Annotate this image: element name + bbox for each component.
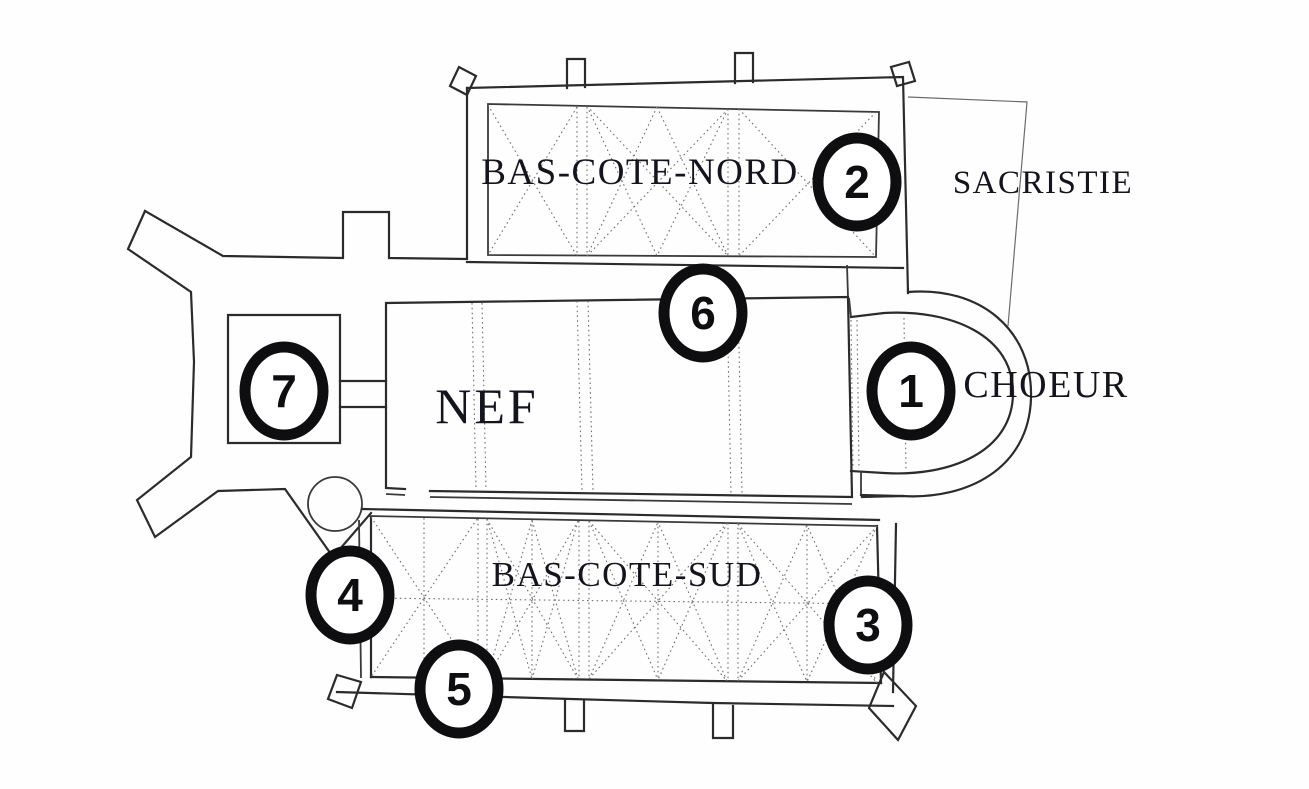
marker-number: 5 xyxy=(446,663,472,715)
west-structure-walls xyxy=(126,86,469,559)
tower-room xyxy=(226,313,342,445)
room-marker-5: 5 xyxy=(414,639,504,739)
room-marker-2: 2 xyxy=(812,132,902,232)
marker-number: 1 xyxy=(898,365,924,417)
room-marker-4: 4 xyxy=(305,545,395,645)
label-bas-cote-nord: BAS-COTE-NORD xyxy=(481,152,799,193)
se-diagonal-buttress xyxy=(867,670,918,742)
north-aisle-vault-ribs xyxy=(487,104,877,258)
markers-layer: 1 2 3 4 5 6 7 xyxy=(239,132,956,739)
marker-number: 3 xyxy=(855,599,881,651)
marker-circle xyxy=(812,132,902,232)
apse-walls xyxy=(848,290,1033,498)
marker-number: 7 xyxy=(271,365,297,417)
marker-number: 4 xyxy=(337,569,363,621)
marker-circle xyxy=(658,263,748,363)
label-bas-cote-sud: BAS-COTE-SUD xyxy=(492,555,763,594)
nave-walls xyxy=(384,295,854,505)
south-buttress-1 xyxy=(563,698,586,733)
sacristy-outline xyxy=(907,96,1028,327)
room-marker-7: 7 xyxy=(239,341,329,441)
room-marker-3: 3 xyxy=(823,575,913,675)
ne-diagonal-buttress xyxy=(889,60,917,88)
marker-circle xyxy=(414,639,504,739)
marker-circle xyxy=(866,341,956,441)
tower-passage xyxy=(338,379,388,409)
marker-circle xyxy=(239,341,329,441)
marker-number: 6 xyxy=(690,287,716,339)
marker-number: 2 xyxy=(844,156,870,208)
marker-circle xyxy=(305,545,395,645)
label-nef: NEF xyxy=(435,378,538,434)
marker-circle xyxy=(823,575,913,675)
label-choeur: CHOEUR xyxy=(963,364,1128,406)
south-buttress-2 xyxy=(711,703,735,740)
label-sacristie: SACRISTIE xyxy=(953,165,1133,201)
room-marker-1: 1 xyxy=(866,341,956,441)
south-aisle-vault-ribs xyxy=(370,516,882,684)
sw-diagonal-buttress xyxy=(326,673,363,710)
room-marker-6: 6 xyxy=(658,263,748,363)
stair-turret xyxy=(307,476,363,532)
nw-diagonal-buttress xyxy=(448,65,478,97)
